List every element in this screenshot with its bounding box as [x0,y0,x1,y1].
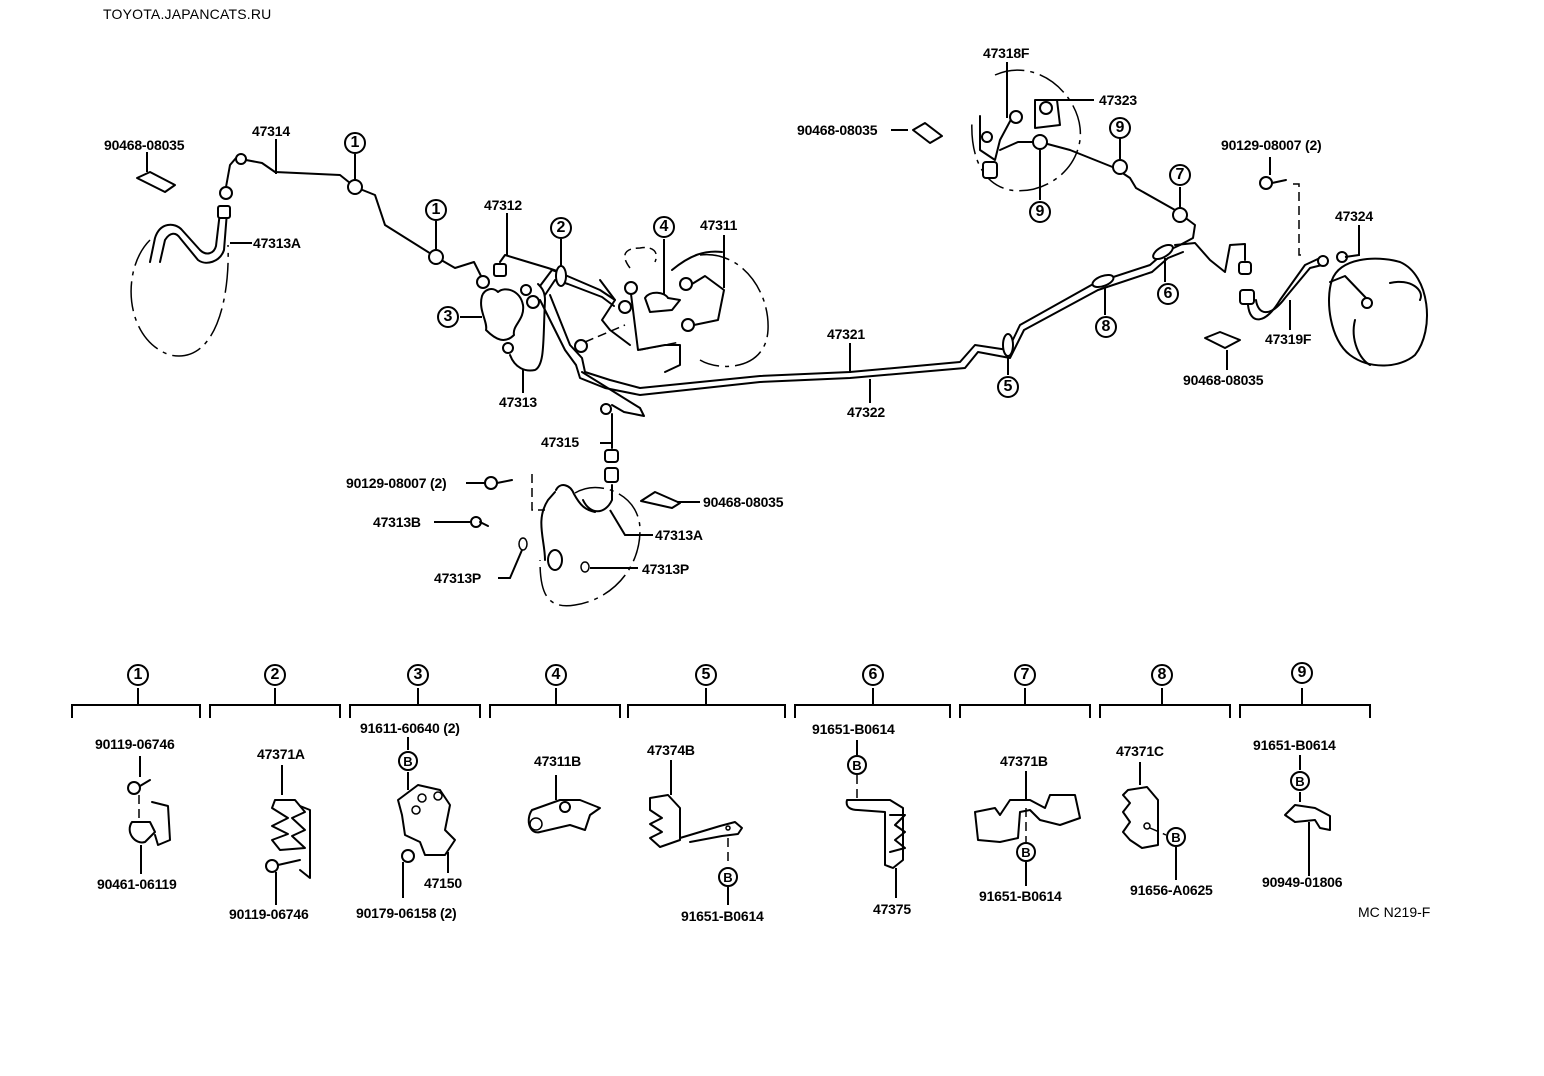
legend-part-47371c[interactable]: 47371C [1116,743,1164,759]
tube-47314-drawing [225,153,490,289]
part-label-90468-08035-front[interactable]: 90468-08035 [104,137,185,153]
callout-6[interactable]: 6 [1157,283,1179,305]
legend-part-47375[interactable]: 47375 [873,901,911,917]
part-label-47313a-front[interactable]: 47313A [253,235,301,251]
part-label-90468-08035-lower[interactable]: 90468-08035 [703,494,784,510]
watermark: TOYOTA.JAPANCATS.RU [103,6,272,22]
legend-part-90119-06746[interactable]: 90119-06746 [95,736,175,752]
part-label-47313p-right[interactable]: 47313P [642,561,690,577]
part-label-47311[interactable]: 47311 [700,217,738,233]
legend-part-91656-a0625[interactable]: 91656-A0625 [1130,882,1213,898]
legend-callout-3[interactable]: 3 [407,664,429,686]
callout-9-upper[interactable]: 9 [1109,117,1131,139]
bolt-b-marker: B [1166,827,1186,847]
legend-part-91651-b0614-7[interactable]: 91651-B0614 [979,888,1062,904]
leader-lines [146,62,1360,579]
legend-part-91651-b0614-5[interactable]: 91651-B0614 [681,908,764,924]
part-label-47312[interactable]: 47312 [484,197,522,213]
callout-7[interactable]: 7 [1169,164,1191,186]
part-label-47324[interactable]: 47324 [1335,208,1373,224]
part-label-90468-08035-top-right[interactable]: 90468-08035 [797,122,878,138]
legend-callout-6[interactable]: 6 [862,664,884,686]
bolt-b-marker: B [718,867,738,887]
legend-part-47371a[interactable]: 47371A [257,746,305,762]
part-label-90129-08007-right[interactable]: 90129-08007 (2) [1221,137,1322,153]
legend-callout-1[interactable]: 1 [127,664,149,686]
part-label-90468-08035-right[interactable]: 90468-08035 [1183,372,1264,388]
legend-part-90461-06119[interactable]: 90461-06119 [97,876,177,892]
part-label-47314[interactable]: 47314 [252,123,290,139]
part-label-47313[interactable]: 47313 [499,394,537,410]
part-label-47313a-lower[interactable]: 47313A [655,527,703,543]
part-label-47321[interactable]: 47321 [827,326,865,342]
legend-callout-5[interactable]: 5 [695,664,717,686]
legend-part-47374b[interactable]: 47374B [647,742,695,758]
front-left-disc-drawing [130,186,233,357]
diagram-code: MC N219-F [1358,904,1431,920]
legend-callout-7[interactable]: 7 [1014,664,1036,686]
legend-part-91651-b0614-9[interactable]: 91651-B0614 [1253,737,1336,753]
part-label-47315[interactable]: 47315 [541,434,579,450]
part-label-47319f[interactable]: 47319F [1265,331,1312,347]
callout-1-lower[interactable]: 1 [425,199,447,221]
tube-callout-2-drawing [539,265,616,307]
bolt-b-marker: B [847,755,867,775]
part-label-47318f[interactable]: 47318F [983,45,1030,61]
callout-8[interactable]: 8 [1095,316,1117,338]
legend-callout-4[interactable]: 4 [545,664,567,686]
legend-part-sketches [127,737,1331,905]
part-label-47313b[interactable]: 47313B [373,514,421,530]
callout-9-lower[interactable]: 9 [1029,201,1051,223]
legend-brackets [71,688,1371,718]
legend-part-91651-b0614-6[interactable]: 91651-B0614 [812,721,895,737]
bolt-b-marker: B [1016,842,1036,862]
rear-right-upper-drawing [912,69,1252,275]
clip-front-left-drawing [136,171,176,193]
callout-5[interactable]: 5 [997,376,1019,398]
part-label-47323[interactable]: 47323 [1099,92,1137,108]
callout-4[interactable]: 4 [653,216,675,238]
callout-3[interactable]: 3 [437,306,459,328]
master-cylinder-drawing [599,246,769,373]
callout-2[interactable]: 2 [550,217,572,239]
legend-part-91611-60640[interactable]: 91611-60640 (2) [360,720,460,736]
legend-part-90179-06158[interactable]: 90179-06158 (2) [356,905,457,921]
part-label-47322[interactable]: 47322 [847,404,885,420]
legend-callout-2[interactable]: 2 [264,664,286,686]
part-label-47313p-left[interactable]: 47313P [434,570,482,586]
part-label-90129-08007-lower[interactable]: 90129-08007 (2) [346,475,447,491]
legend-part-90119-06746-b[interactable]: 90119-06746 [229,906,309,922]
legend-part-90949-01806[interactable]: 90949-01806 [1262,874,1343,890]
callout-1-upper[interactable]: 1 [344,132,366,154]
legend-callout-8[interactable]: 8 [1151,664,1173,686]
legend-part-47371b[interactable]: 47371B [1000,753,1048,769]
bolt-b-marker: B [1290,771,1310,791]
rear-right-hose-drawing [1204,176,1428,367]
legend-part-47311b[interactable]: 47311B [534,753,582,769]
proportioning-valve-drawing [480,254,561,372]
bolt-b-marker: B [398,751,418,771]
legend-callout-9[interactable]: 9 [1291,662,1313,684]
legend-part-47150[interactable]: 47150 [424,875,462,891]
